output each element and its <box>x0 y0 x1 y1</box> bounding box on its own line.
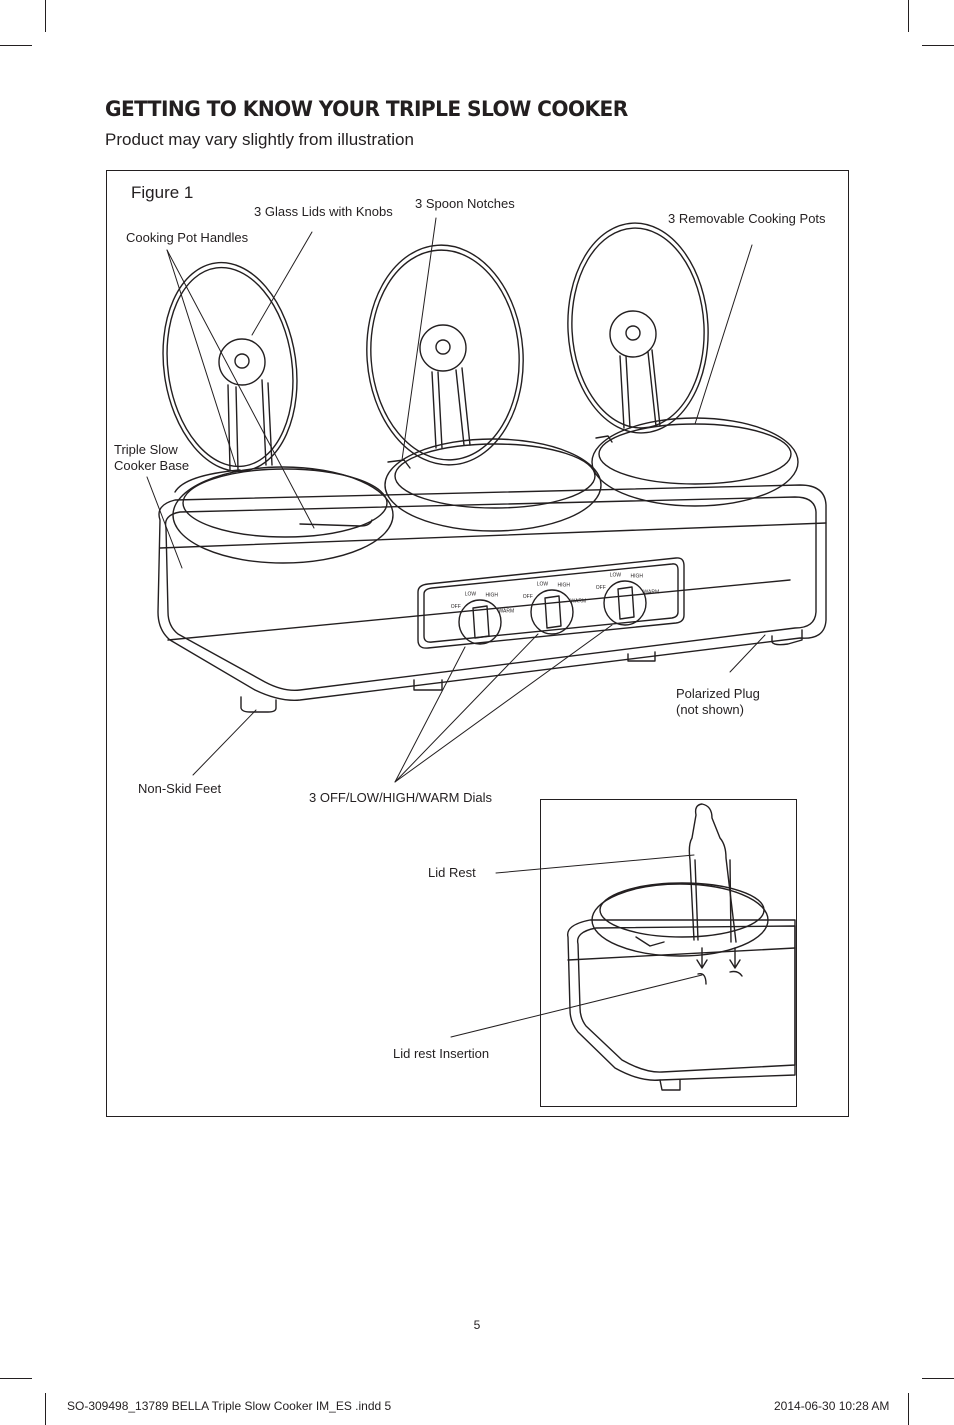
dial-mark-label: HIGH <box>486 593 499 599</box>
crop-mark <box>45 1393 46 1425</box>
callout-spoon-notches: 3 Spoon Notches <box>415 196 515 211</box>
dial-drawings <box>458 580 647 645</box>
callout-dials: 3 OFF/LOW/HIGH/WARM Dials <box>309 790 492 805</box>
callout-lid-rest-insertion: Lid rest Insertion <box>393 1046 490 1061</box>
dial-mark-label: OFF <box>451 604 461 610</box>
page-heading: GETTING TO KNOW YOUR TRIPLE SLOW COOKER <box>105 97 628 121</box>
crop-mark <box>922 1378 954 1379</box>
figure-label: Figure 1 <box>131 183 194 202</box>
dial-mark-label: WARM <box>498 608 514 614</box>
glass-lids-drawing <box>162 222 709 473</box>
dial-mark-label: HIGH <box>558 583 571 589</box>
dial-mark-label: OFF <box>523 594 533 600</box>
control-panel-drawing <box>417 557 685 649</box>
crop-mark <box>0 1378 32 1379</box>
dial-mark-label: LOW <box>465 592 477 598</box>
slug-file-info: SO-309498_13789 BELLA Triple Slow Cooker… <box>67 1399 392 1413</box>
dial-mark-label: WARM <box>570 598 586 604</box>
dial-mark-label: OFF <box>596 585 606 591</box>
dial-mark-label: WARM <box>643 589 659 595</box>
callout-cooking-pots: 3 Removable Cooking Pots <box>668 211 826 226</box>
callout-pot-handles: Cooking Pot Handles <box>126 230 249 245</box>
crop-mark <box>908 0 909 32</box>
page-number: 5 <box>473 1318 481 1332</box>
crop-mark <box>45 0 46 32</box>
slug-timestamp: 2014-06-30 10:28 AM <box>774 1399 890 1413</box>
callout-cooker-base: Triple Slow Cooker Base <box>114 442 190 473</box>
dial-mark-label: LOW <box>610 573 622 579</box>
leader-lines <box>146 217 766 1038</box>
cooker-base-drawing <box>157 484 827 701</box>
inset-frame <box>540 799 797 1107</box>
callout-polarized-plug: Polarized Plug (not shown) <box>676 686 760 717</box>
dial-mark-label: LOW <box>537 582 549 588</box>
callout-glass-lids: 3 Glass Lids with Knobs <box>254 204 393 219</box>
crop-mark <box>922 45 954 46</box>
page-subheading: Product may vary slightly from illustrat… <box>105 130 414 149</box>
non-skid-feet-drawing <box>240 629 803 713</box>
callout-lid-rest: Lid Rest <box>428 865 476 880</box>
dial-mark-label: HIGH <box>631 574 644 580</box>
cooking-pots-drawing <box>172 417 799 564</box>
crop-mark <box>908 1393 909 1425</box>
crop-mark <box>0 45 32 46</box>
callout-non-skid-feet: Non-Skid Feet <box>138 781 222 796</box>
figure-frame <box>106 170 849 1117</box>
